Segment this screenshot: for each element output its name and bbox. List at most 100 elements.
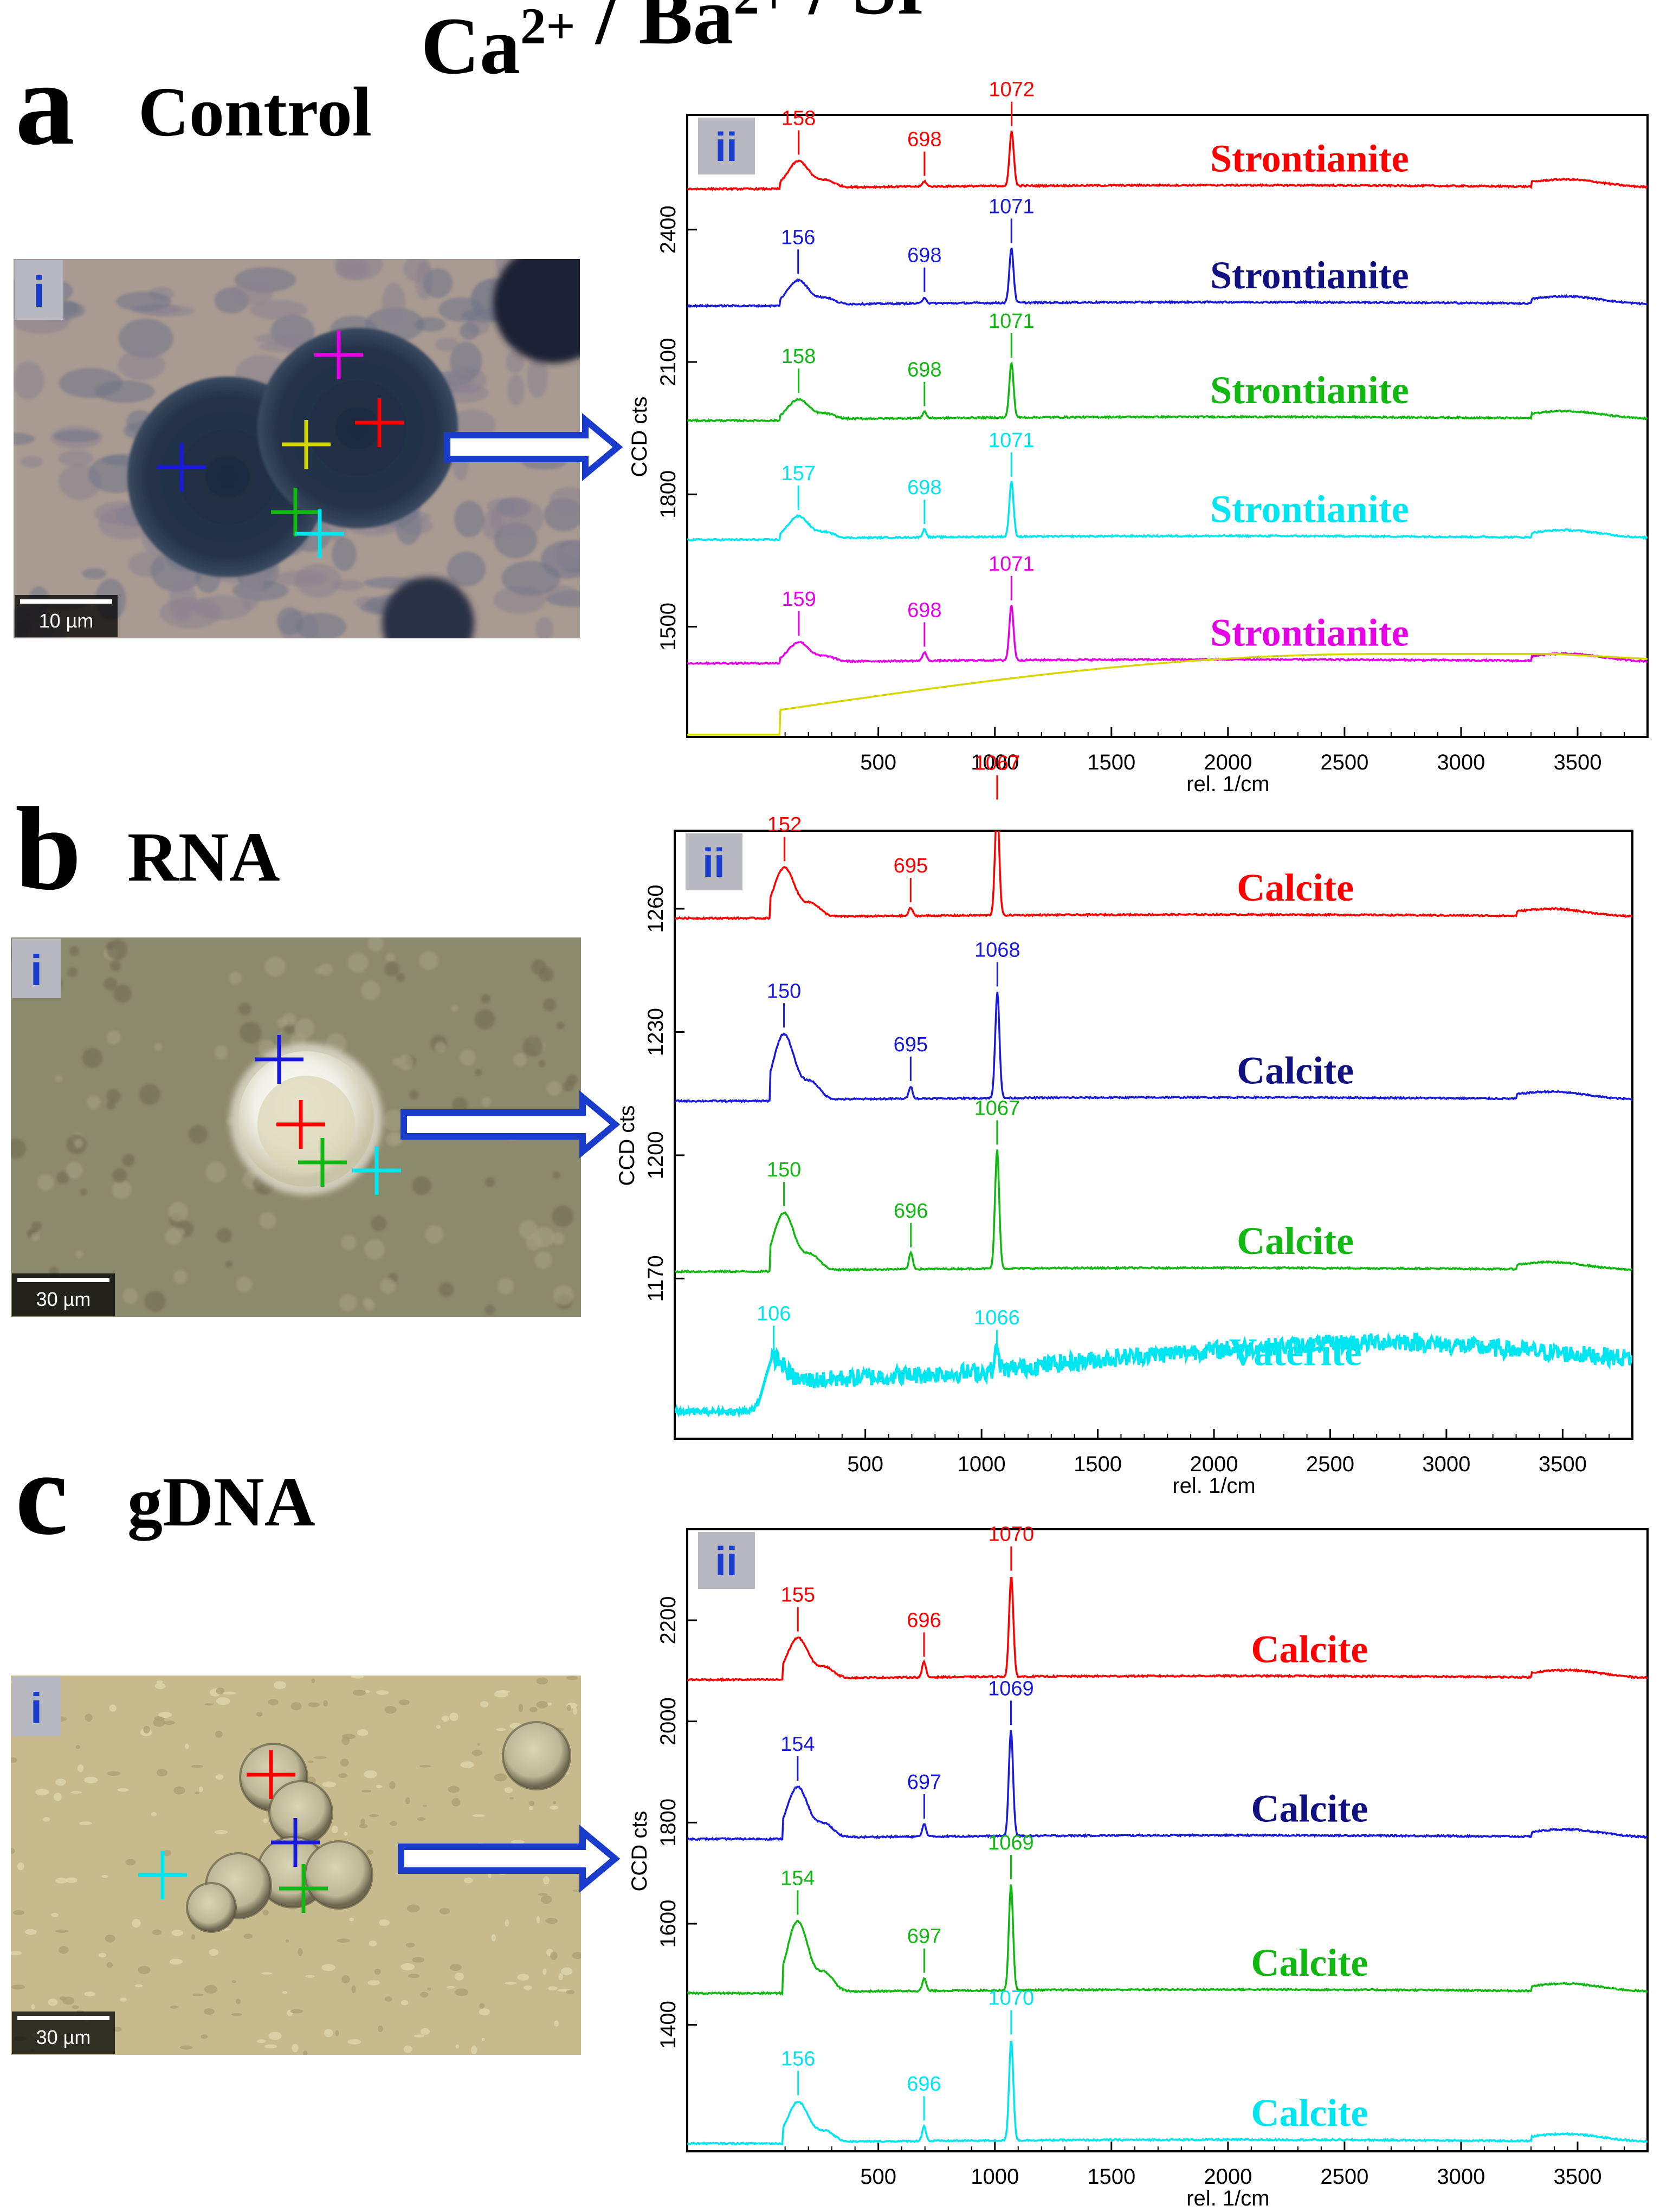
svg-text:30 µm: 30 µm [36, 2026, 91, 2048]
chart-label: ii [686, 833, 742, 890]
series-name-label: Calcite [1237, 1049, 1354, 1092]
y-tick-label: 1800 [656, 1799, 680, 1847]
image-label: i [15, 260, 63, 320]
x-tick-label: 3500 [1539, 1452, 1587, 1476]
spectrum-line-cyan [675, 1332, 1632, 1419]
peak-label: 696 [907, 1609, 941, 1632]
peak-label: 695 [894, 855, 928, 877]
marker-red-icon [276, 1100, 325, 1149]
peak-label: 158 [781, 107, 816, 130]
x-tick-label: 500 [860, 751, 896, 774]
peak-label: 1071 [989, 553, 1035, 575]
peak-label: 1067 [974, 752, 1020, 775]
y-tick-label: 1200 [644, 1131, 668, 1179]
x-axis-label: rel. 1/cm [1172, 1474, 1255, 1498]
y-tick-label: 2200 [656, 1596, 680, 1645]
svg-text:30 µm: 30 µm [36, 1288, 91, 1310]
peak-label: 157 [781, 462, 815, 485]
x-tick-label: 1000 [958, 1452, 1006, 1476]
peak-label: 106 [757, 1302, 791, 1325]
arrows [398, 413, 623, 1893]
spectrum-line-red [687, 130, 1648, 191]
series-name-label: Calcite [1251, 1941, 1368, 1984]
peak-label: 696 [907, 2073, 941, 2095]
x-tick-label: 1000 [971, 751, 1019, 774]
panel-name-a: Control [138, 73, 372, 151]
x-axis-label: rel. 1/cm [1186, 772, 1269, 796]
peak-label: 698 [907, 128, 941, 151]
peak-label: 698 [907, 244, 941, 267]
panel-b-heading: b RNA [15, 782, 280, 915]
peak-label: 697 [907, 1925, 941, 1948]
marker-cyan-icon [138, 1851, 187, 1899]
y-tick-label: 2400 [656, 205, 680, 254]
y-tick-label: 1230 [644, 1008, 668, 1056]
x-tick-label: 3000 [1437, 751, 1485, 774]
spectrum-line-green [687, 361, 1648, 423]
peak-label: 1070 [989, 1987, 1035, 2010]
spectrum-line-cyan [687, 481, 1648, 542]
plot-frame [686, 1528, 1649, 2152]
chart-label: ii [698, 118, 755, 174]
plot-frame [686, 114, 1649, 738]
panel-letter-a: a [15, 37, 75, 170]
x-tick-label: 1000 [971, 2165, 1019, 2189]
peak-label: 695 [894, 1033, 928, 1056]
svg-text:i: i [30, 946, 42, 994]
peak-label: 156 [781, 2048, 815, 2071]
x-tick-label: 1500 [1087, 2165, 1135, 2189]
marker-blue-icon [271, 1818, 320, 1867]
peak-label: 1071 [989, 195, 1035, 218]
series-name-label: Calcite [1251, 2091, 1368, 2135]
peak-label: 159 [781, 588, 816, 611]
series-name-label: Calcite [1251, 1627, 1368, 1671]
peak-label: 154 [780, 1867, 815, 1890]
x-tick-label: 2500 [1306, 1452, 1354, 1476]
panel-c-heading: c gDNA [15, 1427, 315, 1560]
marker-cyan-icon [295, 509, 344, 558]
marker-red-icon [247, 1750, 295, 1799]
y-axis-label: CCD cts [615, 1105, 639, 1186]
x-tick-label: 2500 [1320, 751, 1368, 774]
chart-label: ii [698, 1532, 755, 1589]
peak-label: 155 [781, 1584, 815, 1607]
spectrum-line-green [687, 1884, 1648, 1996]
x-tick-label: 2000 [1204, 751, 1252, 774]
peak-label: 698 [907, 599, 941, 622]
marker-green-icon [298, 1138, 347, 1187]
arrow-icon [398, 1825, 621, 1893]
peak-label: 156 [781, 226, 815, 249]
svg-text:ii: ii [715, 1538, 738, 1584]
series-name-label: Vaterite [1229, 1330, 1362, 1374]
series-name-label: Strontianite [1210, 254, 1409, 297]
marker-yellow-icon [282, 420, 331, 469]
marker-red-icon [355, 398, 404, 447]
marker-blue-icon [157, 443, 206, 491]
peak-label: 698 [907, 359, 941, 381]
y-axis-label: CCD cts [628, 397, 651, 477]
spectrum-line-blue [687, 1730, 1648, 1841]
arrow-icon [444, 413, 623, 481]
peak-label: 1071 [989, 429, 1035, 452]
x-tick-label: 3000 [1422, 1452, 1470, 1476]
peak-label: 1070 [989, 1523, 1035, 1546]
spectrum-line-magenta [687, 605, 1648, 665]
y-tick-label: 1600 [656, 1900, 680, 1948]
svg-text:10 µm: 10 µm [39, 610, 94, 632]
peak-label: 1066 [974, 1306, 1020, 1329]
peak-label: 150 [767, 1159, 801, 1181]
marker-magenta-icon [314, 331, 363, 379]
x-tick-label: 2000 [1190, 1452, 1238, 1476]
series-name-label: Strontianite [1210, 368, 1409, 412]
scale-bar: 30 µm [12, 1273, 115, 1316]
peak-label: 150 [767, 980, 801, 1002]
peak-label: 1068 [974, 939, 1020, 961]
peak-label: 158 [781, 345, 816, 368]
x-tick-label: 3000 [1437, 2165, 1485, 2189]
spectrum-line-red [687, 1576, 1648, 1683]
arrow-icon [401, 1090, 621, 1159]
peak-label: 1069 [988, 1677, 1034, 1700]
